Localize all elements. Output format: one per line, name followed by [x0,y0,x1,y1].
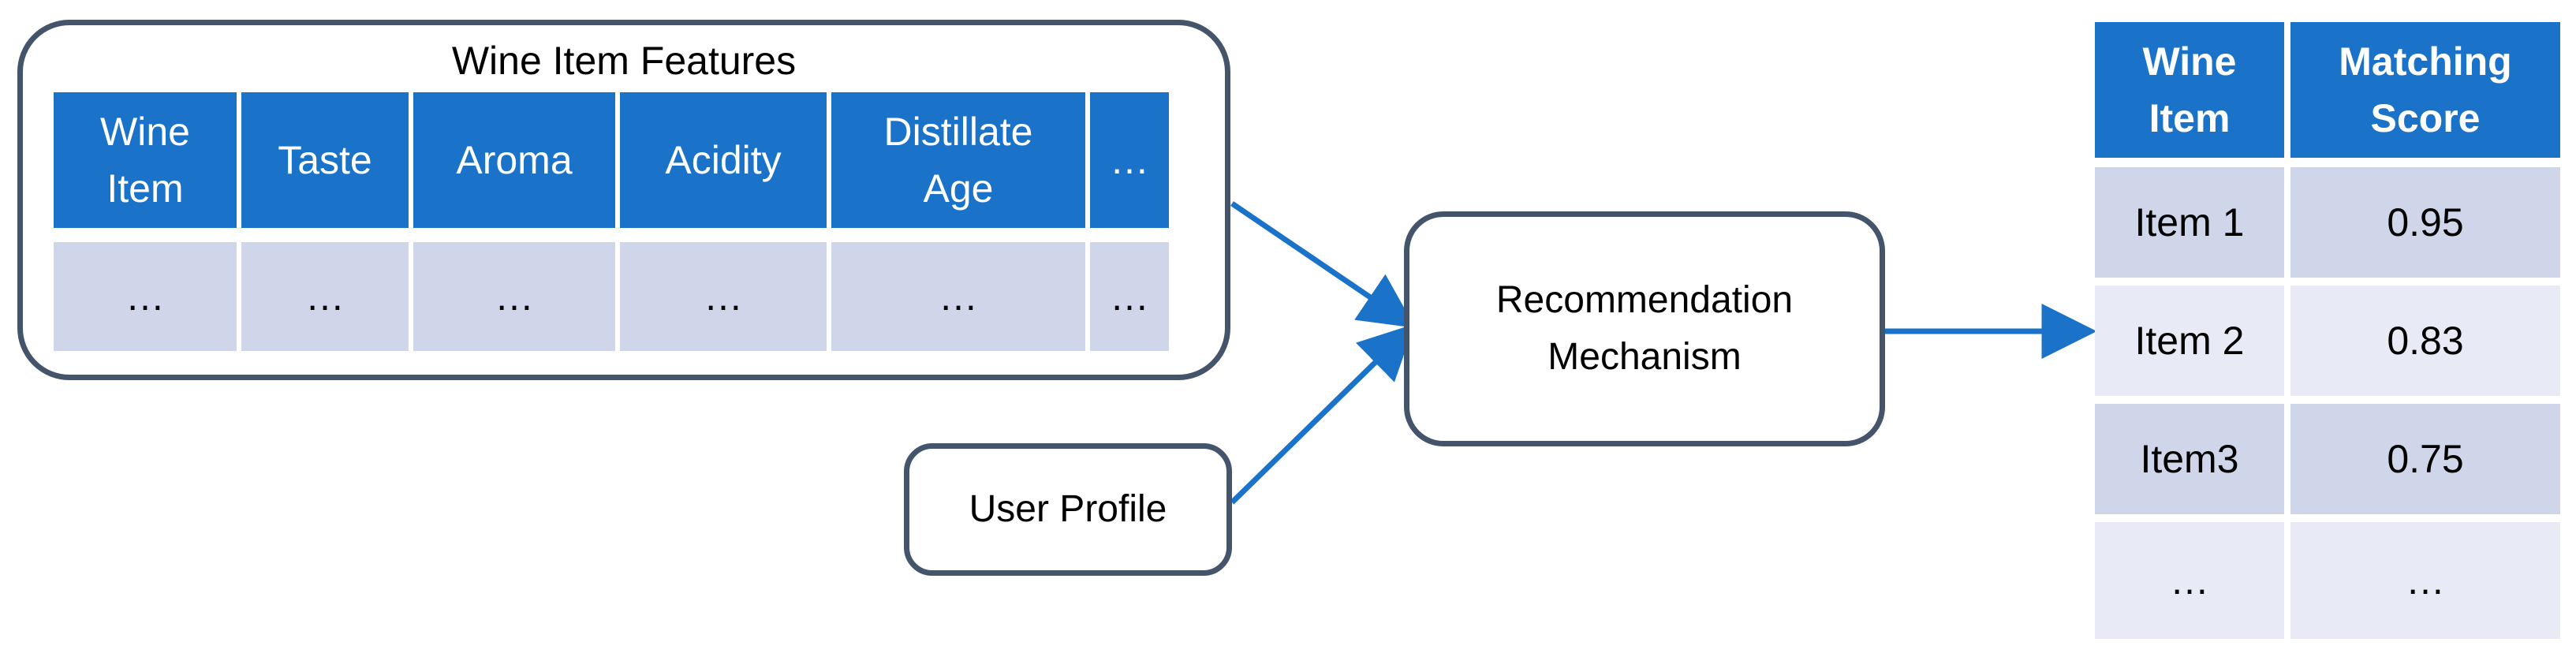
feature-header-aroma: Aroma [413,92,615,228]
results-row-3-item: Item3 [2095,404,2284,514]
results-row-2-score: 0.83 [2290,286,2560,396]
results-row-2-item: Item 2 [2095,286,2284,396]
feature-header-taste: Taste [241,92,409,228]
results-row-1-item: Item 1 [2095,167,2284,278]
feature-header-more: … [1090,92,1169,228]
feature-value-more: … [1090,242,1169,351]
arrow-features-to-mechanism [1230,201,1416,328]
feature-value-taste: … [241,242,409,351]
results-row-4-item: … [2095,522,2284,639]
feature-header-wine-item: Wine Item [54,92,237,228]
feature-header-distillate-age: Distillate Age [831,92,1085,228]
recommendation-mechanism-label: Recommendation Mechanism [1495,279,1794,378]
results-header-wine-item: Wine Item [2095,22,2284,158]
results-row-3-score: 0.75 [2290,404,2560,514]
user-profile-label: User Profile [969,488,1167,530]
feature-value-wine-item: … [54,242,237,351]
results-row-4-score: … [2290,522,2560,639]
feature-header-acidity: Acidity [620,92,827,228]
feature-value-acidity: … [620,242,827,351]
features-box-title: Wine Item Features [451,38,797,83]
results-row-1-score: 0.95 [2290,167,2560,278]
feature-value-distillate-age: … [831,242,1085,351]
feature-value-aroma: … [413,242,615,351]
recommendation-mechanism-box: Recommendation Mechanism [1404,211,1885,446]
results-header-matching-score: Matching Score [2290,22,2560,158]
user-profile-box: User Profile [904,443,1232,576]
arrow-profile-to-mechanism [1230,323,1415,505]
